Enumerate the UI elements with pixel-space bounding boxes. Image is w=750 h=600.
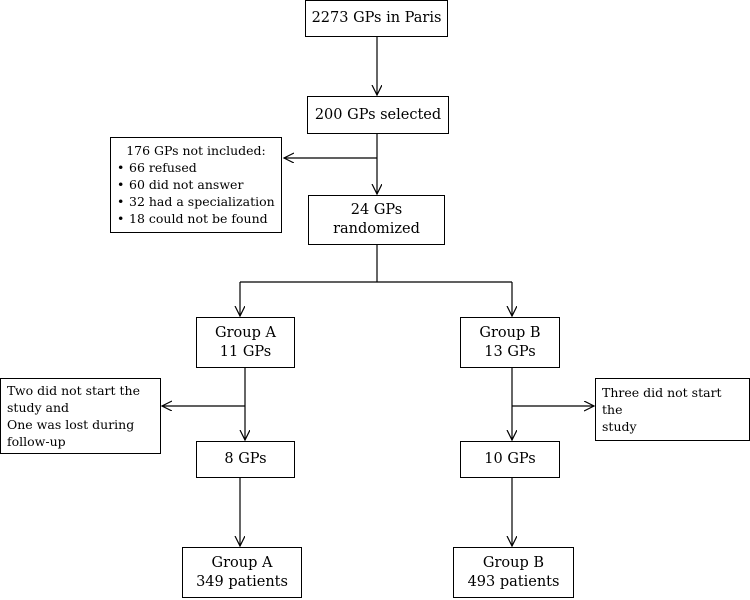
not-included-list: 66 refused 60 did not answer 32 had a sp… (117, 159, 275, 227)
patients-a-title: Group A (211, 554, 273, 571)
patients-b-count: 493 patients (467, 573, 560, 590)
not-included-item: 66 refused (117, 159, 275, 176)
group-a-count: 11 GPs (219, 343, 272, 360)
group-b-dropout-line: Three did not start the (602, 385, 722, 417)
not-included-item: 60 did not answer (117, 176, 275, 193)
group-a-dropout-line: follow-up (7, 434, 66, 449)
box-patients-b: Group B 493 patients (453, 547, 574, 598)
randomized-label: randomized (333, 221, 420, 237)
not-included-item: 32 had a specialization (117, 193, 275, 210)
group-b-count: 13 GPs (484, 343, 536, 360)
group-b-dropout-line: study (602, 419, 637, 434)
gps-a-label: 8 GPs (224, 451, 267, 467)
box-patients-a: Group A 349 patients (182, 547, 302, 598)
box-not-included: 176 GPs not included: 66 refused 60 did … (110, 137, 282, 233)
group-a-dropout-line: Two did not start the (7, 383, 140, 398)
box-group-a-dropout: Two did not start the study and One was … (0, 378, 161, 454)
box-group-b-dropout: Three did not start the study (595, 378, 750, 441)
box-randomized: 24 GPs randomized (308, 195, 445, 245)
box-total-gps: 2273 GPs in Paris (305, 0, 448, 37)
box-gps-b: 10 GPs (460, 441, 560, 478)
gps-b-label: 10 GPs (484, 451, 536, 467)
patients-b-title: Group B (482, 554, 545, 571)
total-gps-label: 2273 GPs in Paris (311, 10, 442, 26)
not-included-item: 18 could not be found (117, 210, 275, 227)
group-a-title: Group A (215, 324, 276, 341)
box-gps-a: 8 GPs (196, 441, 295, 478)
box-group-b: Group B 13 GPs (460, 317, 560, 368)
group-b-title: Group B (479, 324, 541, 341)
box-gps-selected: 200 GPs selected (307, 96, 449, 134)
patients-a-count: 349 patients (196, 573, 288, 590)
not-included-title: 176 GPs not included: (126, 143, 266, 158)
group-a-dropout-line: One was lost during (7, 417, 135, 432)
selected-gps-label: 200 GPs selected (314, 106, 442, 123)
group-a-dropout-line: study and (7, 400, 70, 415)
box-group-a: Group A 11 GPs (196, 317, 295, 368)
randomized-count: 24 GPs (350, 202, 403, 218)
